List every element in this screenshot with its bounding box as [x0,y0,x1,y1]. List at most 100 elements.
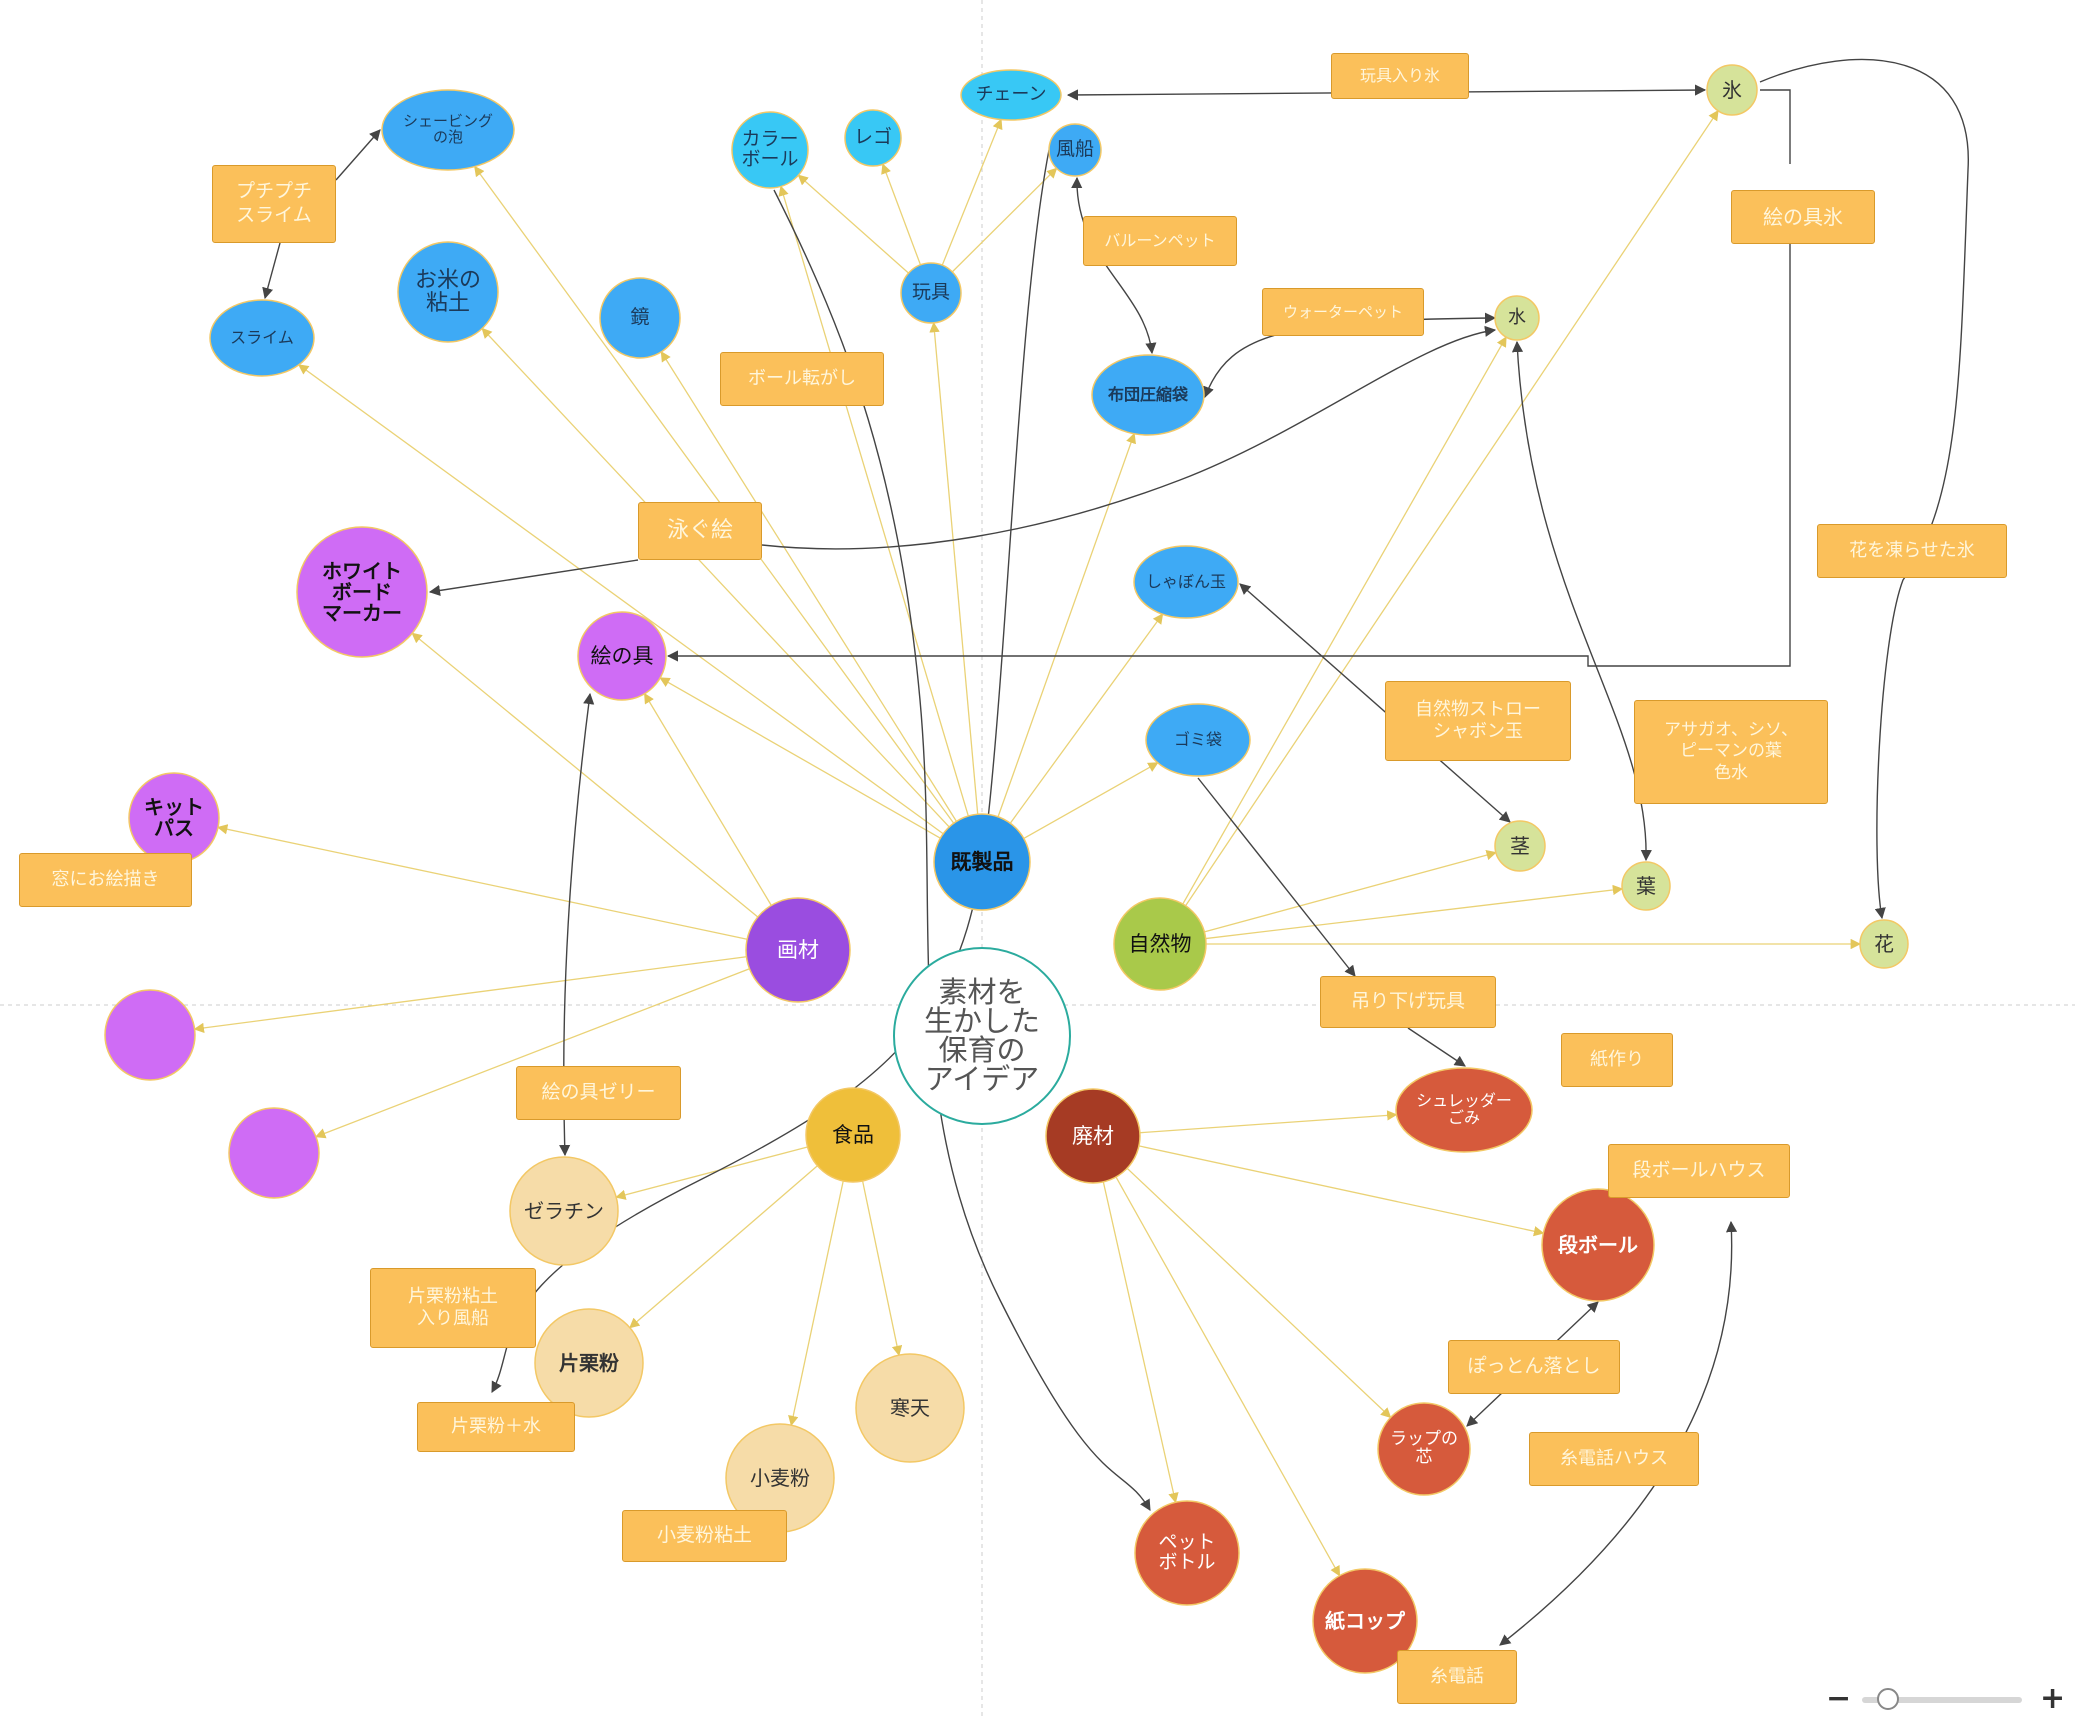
item-node-futon-bag[interactable]: 布団圧縮袋 [1107,384,1188,404]
item-node-paper-cup[interactable]: 紙コップ [1325,1608,1405,1633]
item-node-kuki[interactable]: 茎 [1510,833,1530,858]
item-node-shaving-foam[interactable]: シェービング の泡 [402,112,493,146]
item-node-kanten-shape [855,1353,965,1463]
item-node-lego[interactable]: レゴ [853,126,892,149]
item-node-hana-shape [1859,919,1909,969]
item-node-lego-shape [844,109,902,167]
label-komugi-nendo[interactable]: 小麦粉粘土 [622,1510,787,1562]
arrow-gomi-tsurisage [1197,777,1356,977]
category-node-shokuhin-shape [805,1087,901,1183]
item-node-gazai-blank-1[interactable] [105,990,195,1080]
label-hana-koori[interactable]: 花を凍らせた氷 [1817,524,2007,578]
link-gazai-gz_blank1 [193,956,747,1034]
label-danboru-house[interactable]: 段ボールハウス [1608,1144,1790,1198]
zoom-slider-thumb[interactable] [1877,1688,1899,1710]
label-asagao[interactable]: アサガオ、シソ、 ピーマンの葉 色水 [1634,700,1828,804]
zoom-out-button[interactable]: − [1826,1681,1852,1716]
link-gazai-enogu [644,692,772,906]
item-node-wrap-core[interactable]: ラップの 芯 [1390,1429,1458,1467]
item-node-chain[interactable]: チェーン [975,83,1047,105]
item-node-mirror[interactable]: 鏡 [630,306,650,329]
item-node-komugiko[interactable]: 小麦粉 [750,1465,810,1490]
item-node-omocha[interactable]: 玩具 [911,281,950,304]
label-balloon-pet[interactable]: バルーンペット [1083,216,1237,266]
label-itodenwa-house[interactable]: 糸電話ハウス [1529,1432,1699,1486]
label-puchipuchi[interactable]: プチプチ スライム [212,165,336,243]
link-haizai-kamicup [1115,1176,1341,1577]
link-haizai-danboru [1138,1145,1545,1237]
item-node-color-ball[interactable]: カラー ボール [741,128,799,170]
item-node-katakuriko[interactable]: 片栗粉 [559,1350,619,1375]
item-node-gelatin[interactable]: ゼラチン [524,1198,604,1223]
zoom-slider-track[interactable] [1862,1697,2022,1703]
item-node-fusen[interactable]: 風船 [1055,138,1094,161]
item-node-whiteboard-marker[interactable]: ホワイト ボード マーカー [322,558,402,625]
label-ball-korogashi[interactable]: ボール転がし [720,352,884,406]
arrow-puchipuchi-slime [262,242,281,300]
label-tsurisage[interactable]: 吊り下げ玩具 [1320,976,1496,1028]
item-node-mizu[interactable]: 水 [1508,306,1526,328]
link-shizen-kuki [1204,850,1497,933]
category-node-kiseihin[interactable]: 既製品 [950,848,1014,874]
item-node-kanten[interactable]: 寒天 [890,1395,930,1420]
item-node-gazai-blank-2[interactable] [229,1108,319,1198]
item-node-koori[interactable]: 氷 [1722,77,1742,102]
category-node-shizenbutsu-shape [1113,897,1207,991]
item-node-danboru[interactable]: 段ボール [1558,1232,1638,1257]
label-katakuri-mizu[interactable]: 片栗粉＋水 [417,1402,575,1452]
label-katakuri-nendo[interactable]: 片栗粉粘土 入り風船 [370,1268,536,1348]
label-oyogu-e[interactable]: 泳ぐ絵 [638,502,762,560]
arrow-tsurisage-shredder [1407,1027,1466,1067]
item-node-hana[interactable]: 花 [1874,931,1894,956]
label-enogu-koori[interactable]: 絵の具氷 [1731,190,1875,244]
item-node-pet-bottle[interactable]: ペット ボトル [1158,1531,1216,1573]
label-enogu-jelly[interactable]: 絵の具ゼリー [516,1066,681,1120]
item-node-koori-shape [1706,64,1758,116]
item-node-shredder-waste-shape [1395,1067,1533,1153]
item-node-shabondama-shape [1133,545,1239,619]
category-node-gazai[interactable]: 画材 [777,937,819,962]
item-node-garbage-bag[interactable]: ゴミ袋 [1173,729,1222,749]
item-node-gazai-blank-1-shape [104,989,196,1081]
link-omocha-fusen [951,167,1058,273]
link-kiseihin-okome [481,327,950,828]
item-node-futon-bag-shape [1091,354,1205,436]
link-shokuhin-kanten [861,1180,903,1357]
label-omocha-iri-koori[interactable]: 玩具入り氷 [1331,53,1469,99]
center-node[interactable]: 素材を 生かした 保育の アイデア [923,975,1040,1096]
item-node-enogu[interactable]: 絵の具 [590,643,654,668]
category-node-shizenbutsu[interactable]: 自然物 [1128,931,1192,956]
zoom-in-button[interactable]: + [2040,1681,2066,1716]
category-node-shokuhin[interactable]: 食品 [832,1122,874,1147]
label-kamizukuri[interactable]: 紙作り [1561,1033,1673,1087]
item-node-ha[interactable]: 葉 [1636,873,1656,898]
item-node-chain-shape [960,69,1062,121]
label-mado[interactable]: 窓にお絵描き [19,853,192,907]
link-omocha-lego [881,163,922,266]
link-shokuhin-katakuriko [629,1165,818,1329]
category-node-gazai-shape [745,897,851,1003]
category-node-haizai[interactable]: 廃材 [1072,1123,1114,1148]
label-shizen-straw[interactable]: 自然物ストロー シャボン玉 [1385,681,1571,761]
item-node-kitpas[interactable]: キット パス [144,795,204,840]
item-node-rice-clay[interactable]: お米の 粘土 [414,267,481,316]
link-shokuhin-komugiko [788,1180,844,1427]
item-node-color-ball-shape [731,111,809,189]
item-node-gazai-blank-2-shape [228,1107,320,1199]
label-itodenwa[interactable]: 糸電話 [1397,1650,1517,1704]
link-kiseihin-omocha [929,321,979,815]
arrow-mizu-ha [1511,340,1652,862]
zoom-control: − + [1822,1681,2066,1716]
item-node-garbage-bag-shape [1145,703,1251,777]
link-haizai-pet [1102,1181,1179,1504]
link-omocha-color_ball [797,174,910,274]
item-node-shabondama[interactable]: しゃぼん玉 [1145,571,1226,591]
label-pottondoshi[interactable]: ぽっとん落とし [1448,1340,1620,1394]
item-node-slime[interactable]: スライム [230,327,294,347]
label-water-pet[interactable]: ウォーターペット [1262,288,1424,336]
link-haizai-shredder [1139,1110,1398,1134]
item-node-mirror-shape [599,277,681,359]
item-node-shredder-waste[interactable]: シュレッダー ごみ [1416,1091,1512,1127]
item-node-mizu-shape [1494,295,1540,341]
